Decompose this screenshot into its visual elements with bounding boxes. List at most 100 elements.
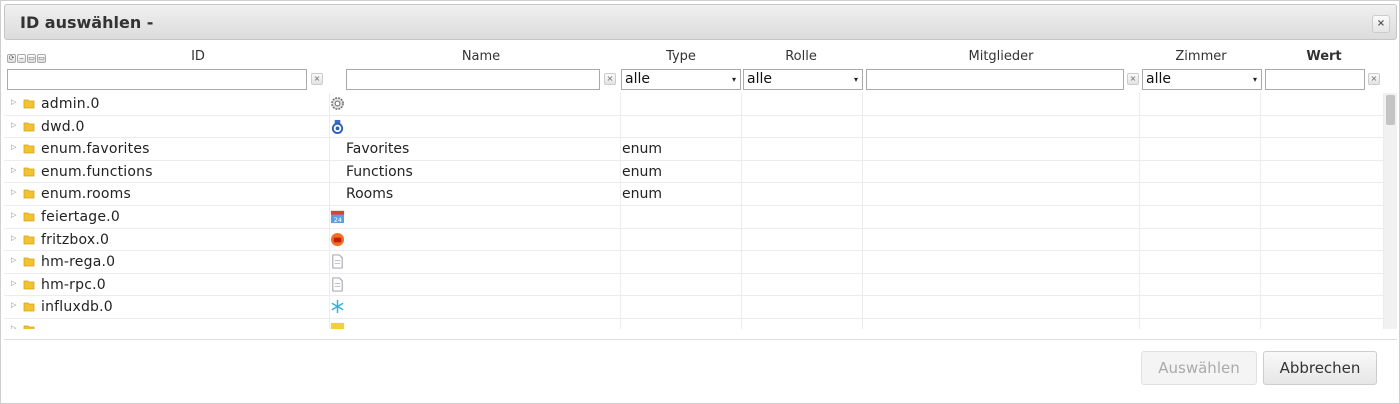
dialog-titlebar[interactable]: ID auswählen - × xyxy=(4,4,1397,40)
expand-arrow-icon[interactable]: ▷ xyxy=(11,143,17,152)
id-filter-input[interactable] xyxy=(7,69,307,90)
role-filter-select[interactable]: alle ▾ xyxy=(743,69,863,90)
cell-id xyxy=(4,228,330,251)
cell-members xyxy=(863,115,1140,138)
folder-icon xyxy=(23,187,35,199)
row-id: fritzbox.0 xyxy=(41,231,110,248)
gear-icon xyxy=(330,96,345,111)
expand-arrow-icon[interactable]: ▷ xyxy=(11,278,17,287)
phone-icon xyxy=(330,232,345,247)
column-header-id[interactable]: ID xyxy=(191,49,205,64)
cell-members xyxy=(863,160,1140,183)
cell-id xyxy=(4,273,330,296)
folder-icon[interactable]: ▭ xyxy=(27,54,36,63)
folder-icon xyxy=(23,165,35,177)
role-filter-value: alle xyxy=(747,71,772,87)
table-row[interactable]: ▷dwd.0 xyxy=(4,115,1384,139)
cell-value xyxy=(1261,228,1384,251)
column-header-room[interactable]: Zimmer xyxy=(1175,49,1227,64)
refresh-icon[interactable]: ⟳ xyxy=(7,54,16,63)
cell-type: enum xyxy=(621,183,742,205)
cell-id xyxy=(4,115,330,138)
members-filter-clear-button[interactable]: × xyxy=(1127,73,1139,85)
expand-arrow-icon[interactable]: ▷ xyxy=(11,120,17,129)
id-filter-clear-button[interactable]: × xyxy=(311,73,323,85)
expand-arrow-icon[interactable]: ▷ xyxy=(11,98,17,106)
collapse-icon[interactable]: ‒ xyxy=(17,54,26,63)
cell-name xyxy=(330,205,621,228)
table-row[interactable]: ▷ feiertage.0 24 xyxy=(4,205,1384,229)
cell-value xyxy=(1261,273,1384,296)
scrollbar-thumb[interactable] xyxy=(1386,95,1395,125)
cell-members xyxy=(863,273,1140,296)
cell-role xyxy=(742,318,863,329)
column-header-type[interactable]: Type xyxy=(666,49,696,64)
members-filter-input[interactable] xyxy=(866,69,1124,90)
expand-arrow-icon[interactable]: ▷ xyxy=(11,323,17,329)
cell-name: Favorites xyxy=(330,138,621,160)
type-filter-select[interactable]: alle ▾ xyxy=(621,69,741,90)
cell-room xyxy=(1140,228,1261,251)
folder-icon xyxy=(23,142,35,154)
value-filter-clear-button[interactable]: × xyxy=(1368,73,1380,85)
table-row[interactable]: ▷influxdb.0 xyxy=(4,296,1384,319)
room-filter-select[interactable]: alle ▾ xyxy=(1142,69,1262,90)
row-id: feiertage.0 xyxy=(41,208,120,225)
expand-arrow-icon[interactable]: ▷ xyxy=(11,301,17,310)
cell-role xyxy=(742,93,863,115)
tree-toolbar: ⟳ ‒ ▭ ▭ xyxy=(7,54,46,63)
expand-arrow-icon[interactable]: ▷ xyxy=(11,165,17,174)
row-type: enum xyxy=(622,186,662,203)
cancel-button[interactable]: Abbrechen xyxy=(1263,351,1377,385)
cell-value xyxy=(1261,205,1384,228)
column-header-role[interactable]: Rolle xyxy=(785,49,817,64)
folder-icon xyxy=(23,210,35,222)
table-row[interactable]: ▷ xyxy=(4,318,1384,329)
name-filter-clear-button[interactable]: × xyxy=(604,73,616,85)
cell-type: enum xyxy=(621,160,742,183)
expand-arrow-icon[interactable]: ▷ xyxy=(11,210,17,219)
footer-divider xyxy=(4,339,1397,340)
cell-role xyxy=(742,273,863,296)
expand-arrow-icon[interactable]: ▷ xyxy=(11,188,17,197)
snowflake-icon xyxy=(330,299,345,314)
table-scrollbar[interactable] xyxy=(1384,93,1397,329)
column-header-value[interactable]: Wert xyxy=(1306,49,1342,64)
document-icon xyxy=(330,254,345,269)
calendar-icon: 24 xyxy=(330,209,345,224)
table-row[interactable]: ▷admin.0 xyxy=(4,93,1384,116)
cell-name: Functions xyxy=(330,160,621,183)
cell-id xyxy=(4,138,330,160)
cell-name xyxy=(330,251,621,273)
chevron-down-icon: ▾ xyxy=(853,75,858,84)
expand-arrow-icon[interactable]: ▷ xyxy=(11,233,17,242)
expand-arrow-icon[interactable]: ▷ xyxy=(11,256,17,265)
cell-type xyxy=(621,115,742,138)
table-row[interactable]: ▷hm-rpc.0 xyxy=(4,273,1384,297)
folder-open-icon[interactable]: ▭ xyxy=(37,54,46,63)
cell-members xyxy=(863,183,1140,205)
cell-room xyxy=(1140,251,1261,273)
cell-name xyxy=(330,296,621,318)
column-header-name[interactable]: Name xyxy=(461,49,501,64)
cell-members xyxy=(863,138,1140,160)
cell-members xyxy=(863,93,1140,115)
name-filter-input[interactable] xyxy=(346,69,600,90)
close-button[interactable]: × xyxy=(1372,15,1390,33)
row-type: enum xyxy=(622,163,662,180)
folder-icon xyxy=(23,97,35,109)
cell-id xyxy=(4,296,330,318)
table-row[interactable]: ▷ fritzbox.0 xyxy=(4,228,1384,252)
cell-id xyxy=(4,160,330,183)
table-row[interactable]: ▷hm-rega.0 xyxy=(4,251,1384,274)
column-header-members[interactable]: Mitglieder xyxy=(968,49,1034,64)
value-filter-input[interactable] xyxy=(1265,69,1365,90)
cell-id xyxy=(4,183,330,205)
cell-id xyxy=(4,318,330,329)
cell-room xyxy=(1140,318,1261,329)
cell-name xyxy=(330,318,621,329)
select-button[interactable]: Auswählen xyxy=(1141,351,1257,385)
